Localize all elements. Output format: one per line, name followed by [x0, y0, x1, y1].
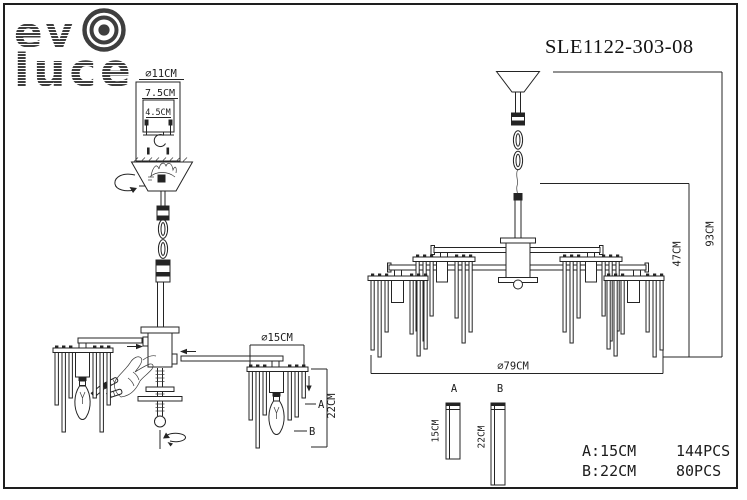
canopy-detail: ⌀11CM 7.5CM 4.5CM	[114, 68, 194, 193]
spec-a-qty: 144PCS	[676, 442, 730, 460]
mounting-screws	[144, 119, 173, 135]
tube-b-callout: B	[309, 426, 315, 438]
outer-left-cluster	[367, 273, 429, 358]
candle-shroud	[269, 371, 284, 393]
assembly-dimensions: ⌀15CM 22CM A B	[249, 332, 338, 448]
hub-top-plate	[140, 326, 180, 334]
rotation-arrow-icon	[114, 173, 145, 193]
insert-arrow-left-icon	[180, 348, 187, 355]
insert-arrow-down-icon	[306, 385, 312, 392]
cluster-diameter-label: ⌀15CM	[261, 332, 293, 344]
hub-assembly	[77, 326, 284, 449]
logo-text-ev: ev	[14, 8, 76, 57]
upper-arm	[77, 337, 143, 344]
hanging-hook	[153, 134, 166, 148]
ceiling-hatch	[133, 157, 188, 162]
suspension-chain	[155, 191, 171, 327]
candle-bulb	[268, 400, 285, 435]
tube-b-drawing	[490, 402, 506, 486]
finial-ball	[154, 415, 166, 428]
canopy-diameter-label: ⌀11CM	[145, 68, 177, 80]
canopy-cup	[130, 161, 194, 192]
body-height-label: 47CM	[672, 241, 684, 266]
bracket-width-label: 7.5CM	[145, 88, 175, 99]
finial-rod	[137, 368, 183, 428]
insert-arrow-right-icon	[136, 343, 143, 350]
tube-a-drawing	[445, 402, 461, 460]
part-a-label: A	[451, 383, 458, 395]
parts-detail: A B 15CM 22CM A:15CM 144PCS B:22CM 80PCS	[431, 383, 730, 486]
fixture-diameter-label: ⌀79CM	[497, 361, 529, 373]
tube-cluster-left	[52, 342, 114, 433]
brand-logo: ev luce	[14, 4, 135, 93]
cluster-height-label: 22CM	[326, 393, 338, 418]
rotation-arrow-bottom-icon	[159, 430, 186, 449]
hub-body	[147, 332, 173, 368]
spec-b-size: B:22CM	[582, 462, 636, 480]
candle-shroud	[75, 352, 90, 378]
central-hub	[498, 237, 538, 290]
tube-a-callout: A	[318, 399, 325, 411]
front-view-dimensions: 47CM 93CM ⌀79CM	[370, 71, 723, 374]
tube-b-length-label: 22CM	[477, 425, 488, 448]
lower-arm	[180, 355, 284, 362]
model-number: SLE1122-303-08	[545, 36, 694, 58]
logo-text-luce: luce	[14, 44, 135, 97]
spec-b-qty: 80PCS	[676, 462, 721, 480]
outer-right-cluster	[603, 273, 665, 358]
inner-width-label: 4.5CM	[145, 108, 171, 118]
bullseye-logo-icon	[81, 7, 127, 56]
candle-bulb	[74, 385, 91, 420]
tube-cluster-right	[246, 360, 312, 449]
total-height-label: 93CM	[705, 221, 717, 246]
logo-row-ev: ev	[14, 4, 135, 56]
spec-a-size: A:15CM	[582, 442, 636, 460]
front-view: 47CM 93CM ⌀79CM	[367, 71, 723, 374]
canopy-cup	[495, 71, 541, 93]
parts-spec-table: A:15CM 144PCS B:22CM 80PCS	[582, 442, 730, 480]
wire-bundle-sketch	[148, 162, 177, 183]
part-b-label: B	[497, 383, 503, 395]
assembly-view: ⌀11CM 7.5CM 4.5CM	[52, 68, 338, 449]
tube-a-length-label: 15CM	[431, 419, 442, 442]
